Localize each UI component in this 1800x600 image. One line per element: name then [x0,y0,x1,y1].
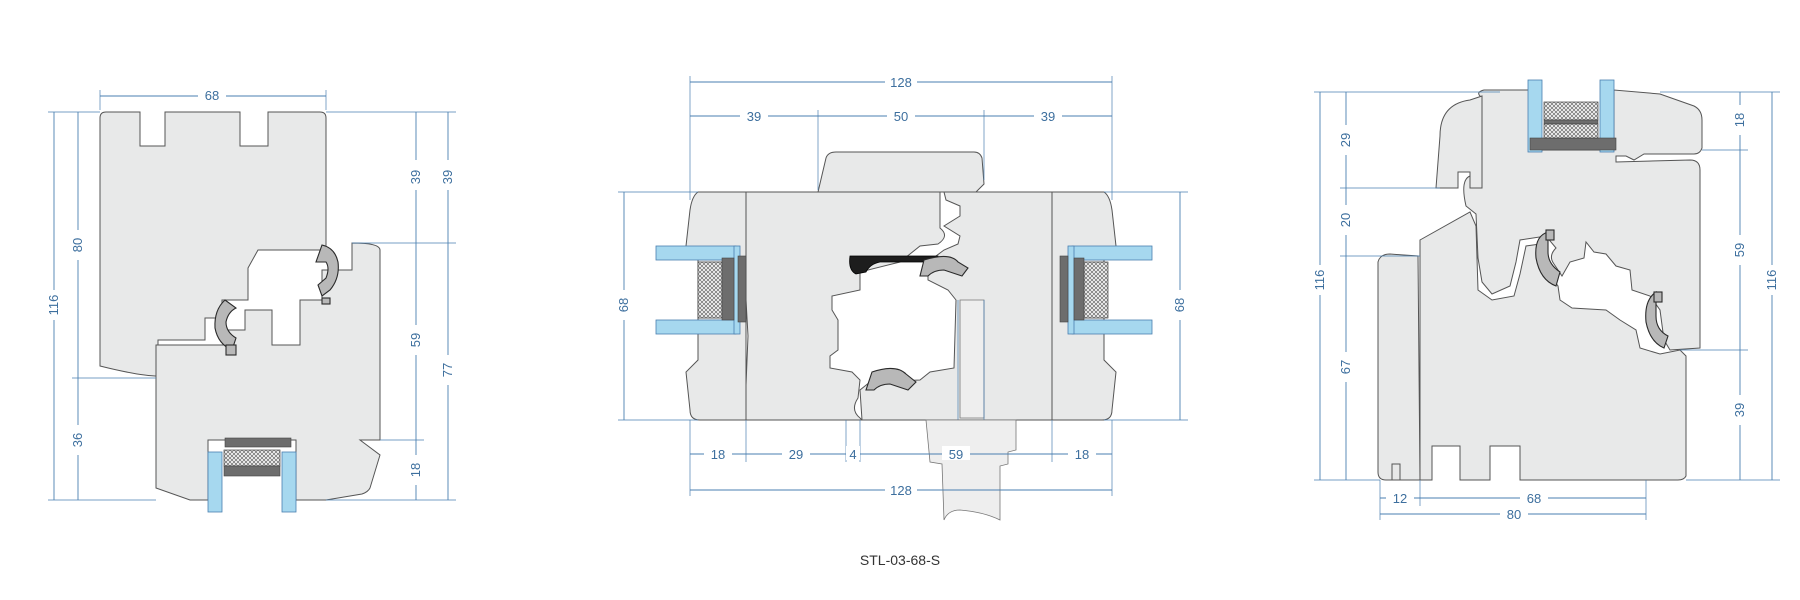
right-dim-bottom-mid: 68 [1527,491,1541,506]
middle-right-spacer [1073,257,1085,321]
middle-dim-bottom-total: 128 [890,483,912,498]
right-dim-left-lower: 67 [1338,360,1353,374]
left-mesh-block [223,449,281,467]
left-dim-right-lower: 18 [408,463,423,477]
drawing-code-label: STL-03-68-S [859,552,941,568]
right-lower-frame [1419,211,1687,481]
middle-dim-right-height: 68 [1172,298,1187,312]
middle-section-drawing: 128 39 50 39 68 68 18 29 4 [616,74,1188,521]
right-cladding-slot [1391,463,1401,481]
middle-dim-bottom-a: 18 [711,447,725,462]
right-glass-right [1599,79,1615,153]
middle-upper-gasket [919,255,969,277]
middle-sill-handle [925,419,1017,521]
right-seal-lower [1645,290,1669,349]
middle-left-glass-bottom [655,319,737,335]
left-seal-foot [225,344,237,356]
right-spacer [1529,137,1617,151]
right-dim-right-top: 18 [1732,113,1747,127]
right-dim-right-middle: 59 [1732,243,1747,257]
middle-left-spacer [721,257,735,321]
middle-black-seal [849,255,939,275]
middle-dim-top-right: 39 [1041,109,1055,124]
right-mesh-lower [1543,123,1599,139]
middle-dim-bottom-d: 59 [949,447,963,462]
left-seal-foot-2 [321,297,331,305]
middle-mid-block [959,299,985,419]
left-frame-profile [155,242,381,501]
right-outer-cladding [1377,253,1421,481]
left-dim-right-outer-lower: 77 [440,363,455,377]
right-dim-bottom-total: 80 [1507,507,1521,522]
right-glass-left [1527,79,1543,153]
middle-lower-gasket [865,367,917,391]
left-dim-upper-height: 80 [70,238,85,252]
left-spacer-bar [224,437,292,448]
middle-dim-top-middle: 50 [894,109,908,124]
right-seal-upper [1535,231,1561,287]
right-seal-foot-2 [1653,291,1663,303]
middle-top-cap [817,151,985,193]
left-dim-right-upper-outer: 39 [440,170,455,184]
middle-dim-left-height: 68 [616,298,631,312]
middle-right-glass-edge [1067,245,1075,335]
middle-dim-bottom-e: 18 [1075,447,1089,462]
middle-left-mesh [697,261,723,319]
left-dim-right-upper: 39 [408,170,423,184]
right-dim-left-upper: 29 [1338,133,1353,147]
right-dim-right-lower: 39 [1732,403,1747,417]
right-section-drawing: 116 29 20 67 18 59 39 116 12 68 [1312,79,1780,522]
right-dim-right-total: 116 [1764,270,1779,291]
right-dim-left-total: 116 [1312,270,1327,291]
left-dim-right-middle: 59 [408,333,423,347]
right-drip-lip [1435,95,1483,189]
left-dim-lower-height: 36 [70,433,85,447]
middle-right-spacer-2 [1059,255,1069,323]
left-glass-pane-1 [207,451,223,513]
middle-right-glass-bottom [1071,319,1153,335]
middle-right-mesh [1083,261,1109,319]
left-seal-upper [315,244,339,297]
middle-left-spacer-2 [737,255,747,323]
right-upper-sash [1463,89,1703,351]
right-spacer-top [1543,119,1599,125]
left-seal-lower [214,299,238,351]
right-dim-bottom-small: 12 [1393,491,1407,506]
left-glass-pane-2 [281,451,297,513]
middle-dim-bottom-b: 29 [789,447,803,462]
left-dim-total-height: 116 [46,295,61,316]
middle-dim-bottom-c: 4 [849,447,856,462]
right-seal-foot [1545,229,1555,241]
middle-dim-top-left: 39 [747,109,761,124]
left-sash-profile [99,111,327,377]
left-dim-top-width: 68 [205,88,219,103]
right-dim-left-middle: 20 [1338,213,1353,227]
right-mesh [1543,101,1599,121]
left-section-drawing: 68 116 80 36 39 59 18 39 77 [46,88,456,513]
left-spacer-bar-lower [223,465,281,477]
middle-dim-top-total: 128 [890,75,912,90]
